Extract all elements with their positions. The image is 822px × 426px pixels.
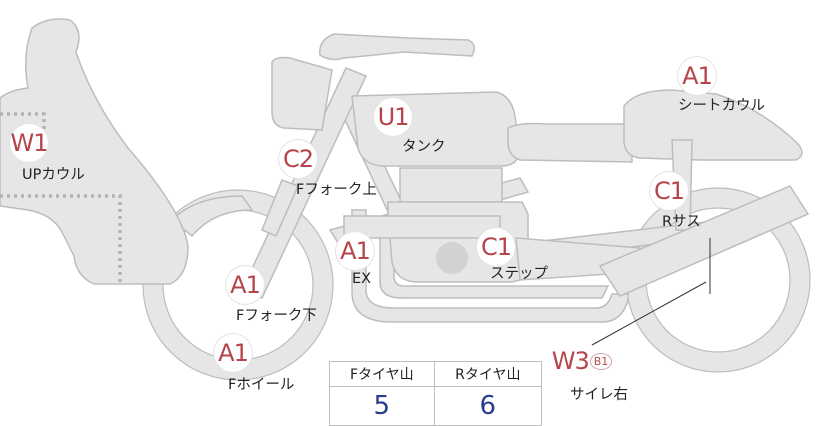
badge-code: A1 bbox=[340, 237, 371, 265]
cowl-dotted-lines bbox=[0, 112, 122, 284]
badge-w1: W1 bbox=[10, 124, 49, 162]
label-f-fork-upper: Fフォーク上 bbox=[296, 182, 377, 198]
label-tank: タンク bbox=[402, 139, 446, 155]
badge-code: W1 bbox=[10, 129, 49, 157]
header-front-tire: Fタイヤ山 bbox=[329, 361, 435, 387]
seat-cowl bbox=[623, 89, 803, 161]
badge-a1-ffork-low: A1 bbox=[226, 266, 264, 304]
badge-code: W3 bbox=[551, 347, 590, 375]
handlebar bbox=[319, 33, 475, 61]
headlight-bracket bbox=[271, 56, 333, 131]
front-fork bbox=[240, 67, 368, 299]
badge-sub-code: B1 bbox=[589, 352, 613, 370]
badge-a1-fwheel: A1 bbox=[214, 334, 252, 372]
front-fender bbox=[170, 195, 254, 238]
badge-c1-step: C1 bbox=[477, 228, 515, 266]
badge-code: C1 bbox=[480, 233, 512, 261]
silencer-leader-diagonal bbox=[591, 281, 707, 346]
label-step: ステップ bbox=[490, 266, 548, 282]
seat bbox=[507, 122, 633, 163]
label-silencer-right: サイレ右 bbox=[570, 387, 628, 403]
badge-code: A1 bbox=[218, 339, 249, 367]
badge-code: C1 bbox=[653, 177, 685, 205]
badge-u1: U1 bbox=[374, 98, 412, 136]
label-r-sus: Rサス bbox=[662, 214, 701, 230]
tire-tread-table: Fタイヤ山 Rタイヤ山 5 6 bbox=[329, 361, 543, 426]
label-f-fork-lower: Fフォーク下 bbox=[236, 308, 317, 324]
label-ex: EX bbox=[352, 271, 372, 287]
label-up-cowl: UPカウル bbox=[22, 167, 85, 183]
badge-c1-rsus: C1 bbox=[650, 172, 688, 210]
badge-code: A1 bbox=[682, 62, 713, 90]
badge-a1-seat: A1 bbox=[678, 57, 716, 95]
label-f-wheel: Fホイール bbox=[228, 377, 295, 393]
badge-code: U1 bbox=[377, 103, 410, 131]
badge-a1-ex: A1 bbox=[336, 232, 374, 270]
badge-code: A1 bbox=[230, 271, 261, 299]
table-header-row: Fタイヤ山 Rタイヤ山 bbox=[329, 361, 543, 387]
badge-c2: C2 bbox=[279, 140, 317, 178]
value-front-tire: 5 bbox=[329, 386, 435, 426]
value-rear-tire: 6 bbox=[433, 386, 543, 426]
label-seat-cowl: シートカウル bbox=[678, 98, 765, 114]
badge-code: C2 bbox=[282, 145, 314, 173]
front-cowl bbox=[0, 18, 189, 285]
table-value-row: 5 6 bbox=[329, 386, 543, 426]
silencer bbox=[598, 185, 810, 297]
header-rear-tire: Rタイヤ山 bbox=[433, 361, 543, 387]
